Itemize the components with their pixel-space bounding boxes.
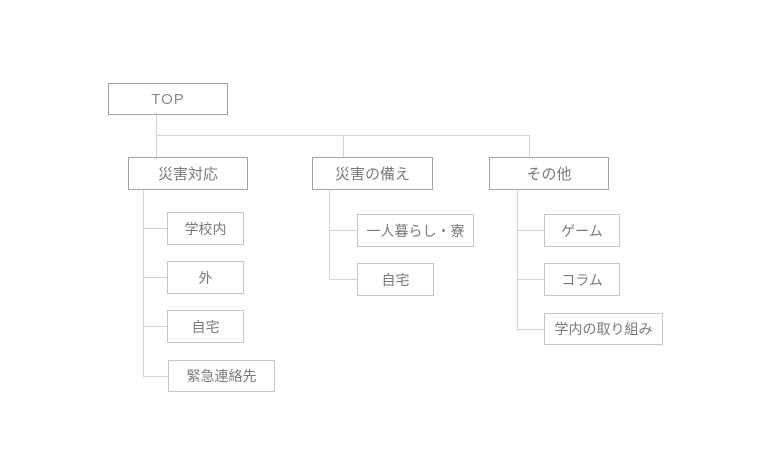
node-living-alone-dorm: 一人暮らし・寮: [357, 214, 474, 247]
node-game: ゲーム: [544, 214, 620, 247]
node-disaster-response: 災害対応: [128, 157, 248, 190]
connector-branch3-spine: [517, 190, 518, 329]
connector-branch2-child2: [329, 279, 357, 280]
connector-rail-to-branch3: [529, 135, 530, 157]
connector-branch3-child3: [517, 329, 544, 330]
connector-branch1-child3: [143, 326, 167, 327]
node-others: その他: [489, 157, 609, 190]
connector-branch3-child1: [517, 230, 544, 231]
connector-branch1-spine: [143, 190, 144, 376]
node-outside: 外: [167, 261, 244, 294]
node-disaster-preparedness: 災害の備え: [312, 157, 433, 190]
connector-branch1-child1: [143, 228, 167, 229]
node-top: TOP: [108, 83, 228, 115]
connector-branch2-child1: [329, 230, 357, 231]
node-home-preparedness: 自宅: [357, 263, 434, 296]
connector-branch1-child2: [143, 277, 167, 278]
node-campus-initiatives: 学内の取り組み: [544, 313, 663, 345]
connector-branch2-spine: [329, 190, 330, 279]
node-school-inside: 学校内: [167, 212, 244, 245]
node-home-response: 自宅: [167, 310, 244, 343]
connector-top-to-branch1: [156, 115, 157, 157]
node-column: コラム: [544, 263, 620, 296]
connector-branch3-child2: [517, 279, 544, 280]
connector-branch1-child4: [143, 376, 168, 377]
node-emergency-contacts: 緊急連絡先: [168, 360, 275, 392]
connector-rail-to-branch2: [343, 135, 344, 157]
